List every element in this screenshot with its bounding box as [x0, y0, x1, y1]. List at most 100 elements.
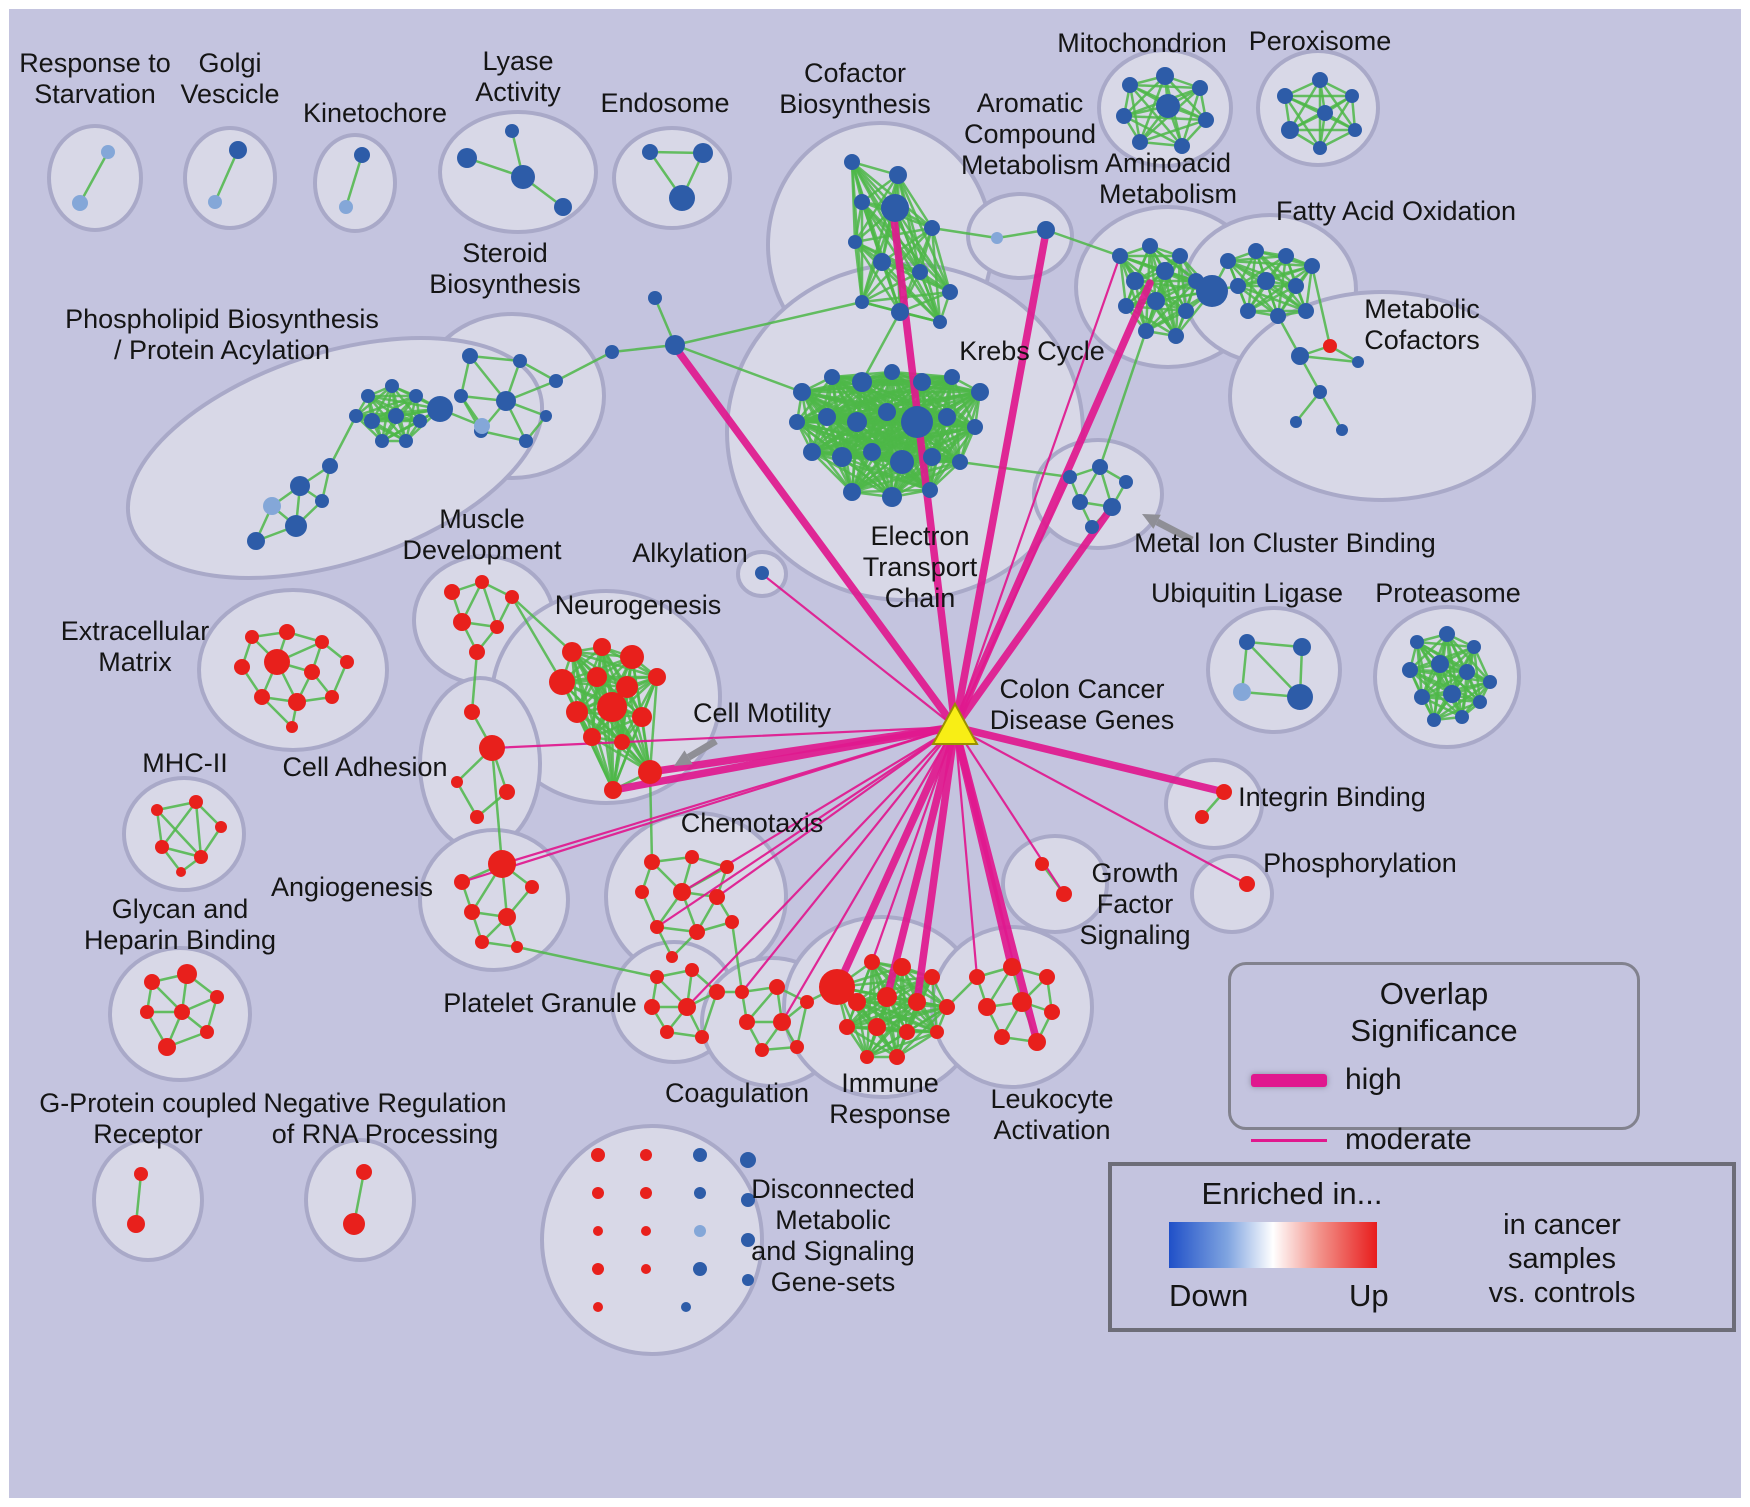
overlap-edge-high	[951, 723, 1041, 1046]
gene-set-node	[666, 951, 678, 963]
gene-set-node	[923, 448, 941, 466]
gene-set-node	[155, 840, 169, 854]
gene-set-node	[854, 194, 870, 210]
gene-set-node	[969, 969, 985, 985]
gene-set-node	[877, 987, 897, 1007]
gene-set-node	[1240, 303, 1256, 319]
green-edge	[611, 716, 644, 791]
gene-set-node	[648, 668, 666, 686]
gene-set-node	[773, 1013, 791, 1031]
gene-set-node	[1132, 134, 1148, 150]
gene-set-node	[1168, 328, 1184, 344]
gene-set-node	[685, 850, 699, 864]
gene-set-node	[354, 147, 370, 163]
gene-set-node	[742, 1274, 754, 1286]
legend-enriched-in: Enriched in... Down Up in cancer samples…	[1108, 1162, 1736, 1332]
gene-set-node	[1313, 141, 1327, 155]
gene-set-node	[709, 889, 725, 905]
overlap-edge-high	[951, 279, 1154, 731]
gene-set-node	[978, 998, 996, 1016]
gene-set-node	[72, 195, 88, 211]
gene-set-node	[641, 1264, 651, 1274]
green-edge	[1129, 84, 1183, 147]
gene-set-node	[194, 850, 208, 864]
overlap-edge-moderate	[760, 572, 957, 729]
label-cell-motility: Cell Motility	[693, 698, 832, 728]
green-edge	[1247, 264, 1313, 313]
gene-set-node	[1473, 695, 1487, 709]
gene-set-node	[1220, 253, 1236, 269]
gene-set-node	[490, 620, 504, 634]
gene-set-node	[593, 1226, 603, 1236]
legend-overlap-title-line2: Significance	[1350, 1013, 1518, 1048]
gene-set-node	[591, 1148, 605, 1162]
gene-set-node	[488, 850, 516, 878]
green-edge	[1433, 700, 1481, 722]
gene-set-node	[409, 389, 423, 403]
gene-set-node	[1116, 108, 1132, 124]
label-metal-ion-cluster-binding: Metal Ion Cluster Binding	[1134, 528, 1436, 558]
gene-set-node	[868, 1018, 886, 1036]
gene-set-node	[889, 1049, 905, 1065]
gene-set-node	[739, 1014, 755, 1030]
green-edge	[866, 1030, 938, 1059]
cluster-golgi-vescicle	[183, 126, 277, 230]
overlap-edge-high	[951, 228, 1050, 731]
green-edge	[344, 154, 364, 208]
gene-set-node	[1323, 339, 1337, 353]
gene-set-node	[343, 1213, 365, 1235]
cluster-disconnected-genesets	[540, 1124, 764, 1356]
gene-set-node	[755, 566, 769, 580]
gene-set-node	[614, 734, 630, 750]
label-krebs-cycle: Krebs Cycle	[959, 336, 1105, 366]
gene-set-node	[1352, 356, 1364, 368]
gene-set-node	[592, 1187, 604, 1199]
gene-set-node	[413, 414, 427, 428]
gene-set-node	[304, 664, 320, 680]
gene-set-node	[669, 185, 695, 211]
overlap-edge-moderate	[953, 475, 1072, 729]
green-edge	[516, 945, 658, 979]
green-edge	[853, 241, 864, 303]
label-mitochondrion: Mitochondrion	[1057, 28, 1227, 58]
cluster-kinetochore	[313, 133, 397, 233]
green-edge	[826, 375, 953, 419]
gene-set-node	[942, 284, 958, 300]
gene-set-node	[901, 406, 933, 438]
cluster-endosome	[612, 126, 732, 230]
gene-set-node	[234, 659, 250, 675]
green-edge	[928, 426, 977, 491]
gene-set-node	[140, 1005, 154, 1019]
gene-set-node	[725, 915, 739, 929]
gene-set-node	[1287, 684, 1313, 710]
gene-set-node	[839, 1019, 855, 1035]
gene-set-node	[475, 575, 489, 589]
gene-set-node	[924, 220, 940, 236]
gene-set-node	[1156, 94, 1180, 118]
gene-set-node	[1196, 275, 1228, 307]
gene-set-node	[1483, 675, 1497, 689]
gene-set-node	[673, 883, 691, 901]
green-edge	[846, 1005, 948, 1029]
gene-set-node	[364, 413, 380, 429]
green-edge	[851, 161, 951, 293]
gene-set-node	[790, 1040, 804, 1054]
gene-set-node	[279, 624, 295, 640]
gene-set-node	[1233, 683, 1251, 701]
gene-set-node	[444, 584, 460, 600]
gene-set-node	[151, 804, 163, 816]
gene-set-node	[340, 655, 354, 669]
gene-set-node	[427, 396, 453, 422]
cluster-g-protein-coupled-receptor	[92, 1138, 204, 1262]
gene-set-node	[922, 482, 938, 498]
gene-set-node	[884, 364, 900, 380]
cluster-phosphorylation	[1190, 854, 1274, 934]
gene-set-node	[1431, 655, 1449, 673]
gene-set-node	[1142, 238, 1158, 254]
gene-set-node	[1288, 278, 1304, 294]
gene-set-node	[899, 1024, 915, 1040]
